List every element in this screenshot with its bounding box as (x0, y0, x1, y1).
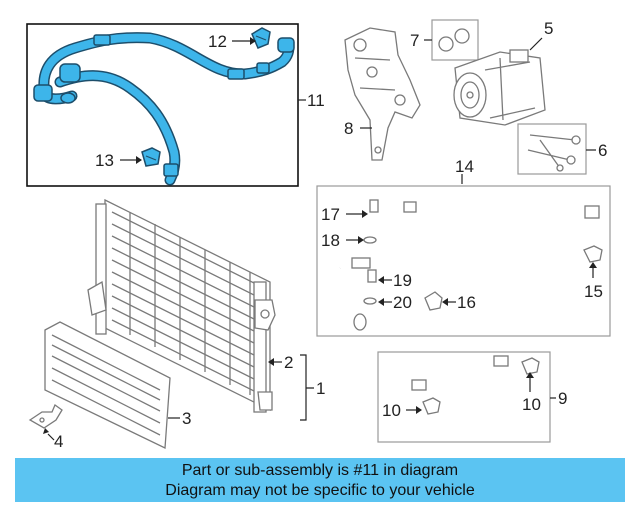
callout-6: 6 (598, 141, 607, 160)
leader-4 (47, 433, 55, 441)
callout-4: 4 (54, 432, 63, 451)
callout-17: 17 (321, 205, 340, 224)
arrowhead-10-right (526, 372, 534, 378)
arrowhead-12 (250, 37, 256, 45)
clip-13[interactable] (141, 147, 161, 167)
arrowhead-13 (136, 156, 142, 164)
mounting-bracket-8[interactable] (344, 27, 421, 161)
arrowhead-18 (358, 236, 364, 244)
leader-1 (300, 354, 314, 421)
banner-line-2: Diagram may not be specific to your vehi… (165, 482, 475, 499)
highlighted-assembly-11[interactable]: 12 13 (26, 23, 299, 187)
caps-7[interactable] (431, 19, 479, 61)
arrowhead-10-left (416, 406, 422, 414)
callout-5: 5 (544, 19, 553, 38)
callout-16: 16 (457, 293, 476, 312)
callout-15: 15 (584, 282, 603, 301)
callout-13: 13 (95, 151, 114, 170)
callout-9: 9 (558, 389, 567, 408)
callout-3: 3 (182, 409, 191, 428)
arrowhead-4 (43, 428, 49, 434)
callout-1: 1 (316, 379, 325, 398)
callout-14: 14 (455, 157, 474, 176)
arrowhead-20 (378, 298, 384, 306)
arrowhead-19 (378, 276, 384, 284)
parts-diagram: 12 13 11 8 7 5 (26, 19, 611, 451)
arrowhead-17 (362, 210, 368, 218)
callout-10-left: 10 (382, 401, 401, 420)
callout-11: 11 (307, 91, 325, 110)
condenser-1[interactable] (87, 198, 276, 413)
callout-12: 12 (208, 32, 227, 51)
callout-2: 2 (284, 353, 293, 372)
arrowhead-2 (268, 358, 274, 366)
leader-5 (529, 37, 543, 51)
arrowhead-15 (589, 262, 597, 268)
callout-10-right: 10 (522, 395, 541, 414)
callout-18: 18 (321, 231, 340, 250)
seal-panel-3[interactable] (44, 321, 171, 450)
callout-20: 20 (393, 293, 412, 312)
ac-hose-assembly[interactable] (33, 32, 295, 186)
callout-7: 7 (410, 31, 419, 50)
info-banner: Part or sub-assembly is #11 in diagram D… (15, 458, 625, 502)
callout-19: 19 (393, 271, 412, 290)
highlight-frame (26, 23, 299, 187)
hose-group-14[interactable] (316, 185, 611, 337)
banner-line-1: Part or sub-assembly is #11 in diagram (181, 462, 459, 479)
bolts-6[interactable] (517, 123, 587, 175)
hose-group-9[interactable] (377, 351, 551, 443)
small-bracket-4[interactable] (28, 404, 63, 429)
callout-8: 8 (344, 119, 353, 138)
ac-compressor-5[interactable] (453, 49, 546, 126)
clip-12[interactable] (251, 27, 271, 49)
arrowhead-16 (442, 298, 448, 306)
